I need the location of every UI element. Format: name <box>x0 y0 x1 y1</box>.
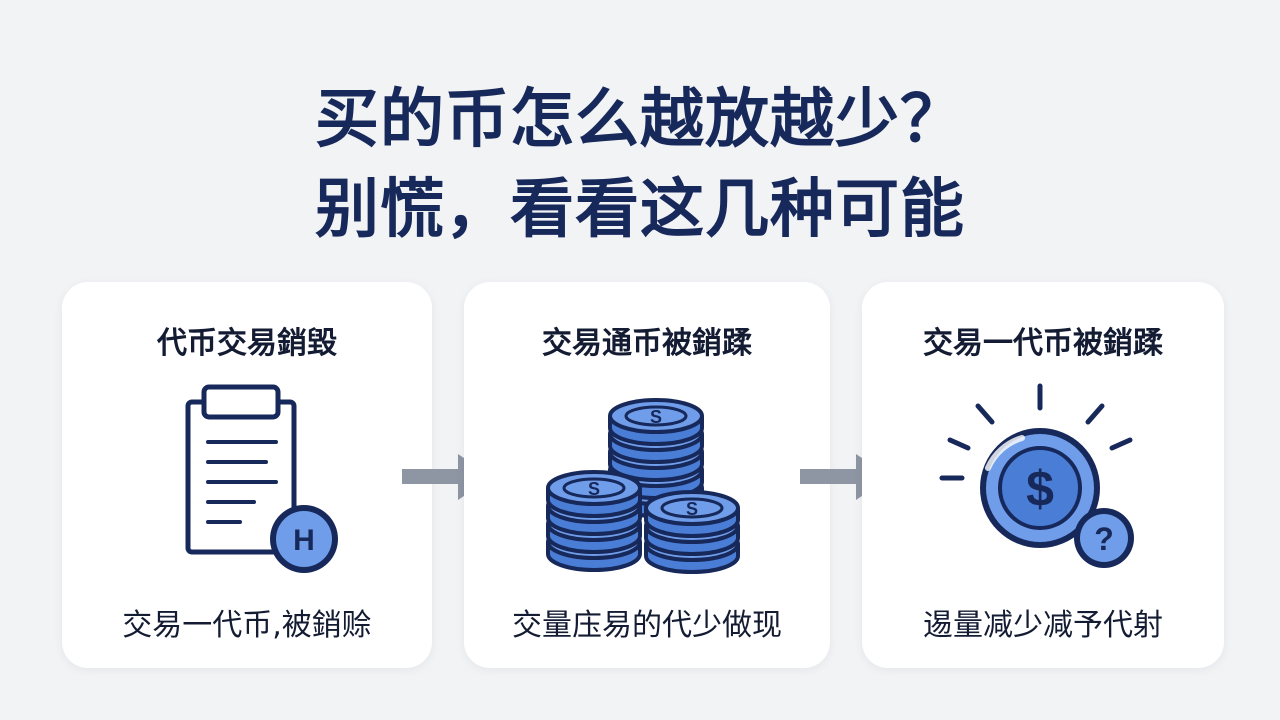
card-coin-destroyed: 交易通币被銷蹂 S <box>464 282 830 668</box>
card-caption: 逷量减少减予代射 <box>923 608 1163 643</box>
card-token-burn: 代币交易銷毀 H 交易一代币,被銷赊 <box>62 282 432 668</box>
page-title-line2: 别慌，看看这几种可能 <box>315 173 965 247</box>
card-heading: 交易一代币被銷蹂 <box>923 326 1163 361</box>
badge-letter: H <box>293 524 315 557</box>
svg-text:S: S <box>588 479 600 499</box>
dollar-symbol: $ <box>1026 461 1054 517</box>
page-title-line1: 买的币怎么越放越少？ <box>315 83 965 157</box>
card-heading: 交易通币被銷蹂 <box>542 326 752 361</box>
coin-stack-icon: S S S <box>546 398 740 574</box>
card-heading: 代币交易銷毀 <box>157 326 337 361</box>
dollar-coin-icon: $ ? <box>939 383 1134 568</box>
card-caption: 交易一代币,被銷赊 <box>122 608 372 643</box>
clipboard-icon: H <box>185 384 338 573</box>
card-supply-reduced: 交易一代币被銷蹂 $ ? 逷量减少减予代射 <box>862 282 1224 668</box>
card-caption: 交量庒易的代少做现 <box>512 608 782 643</box>
svg-text:S: S <box>686 499 698 519</box>
svg-text:S: S <box>650 407 662 427</box>
question-icon: ? <box>1094 521 1114 557</box>
